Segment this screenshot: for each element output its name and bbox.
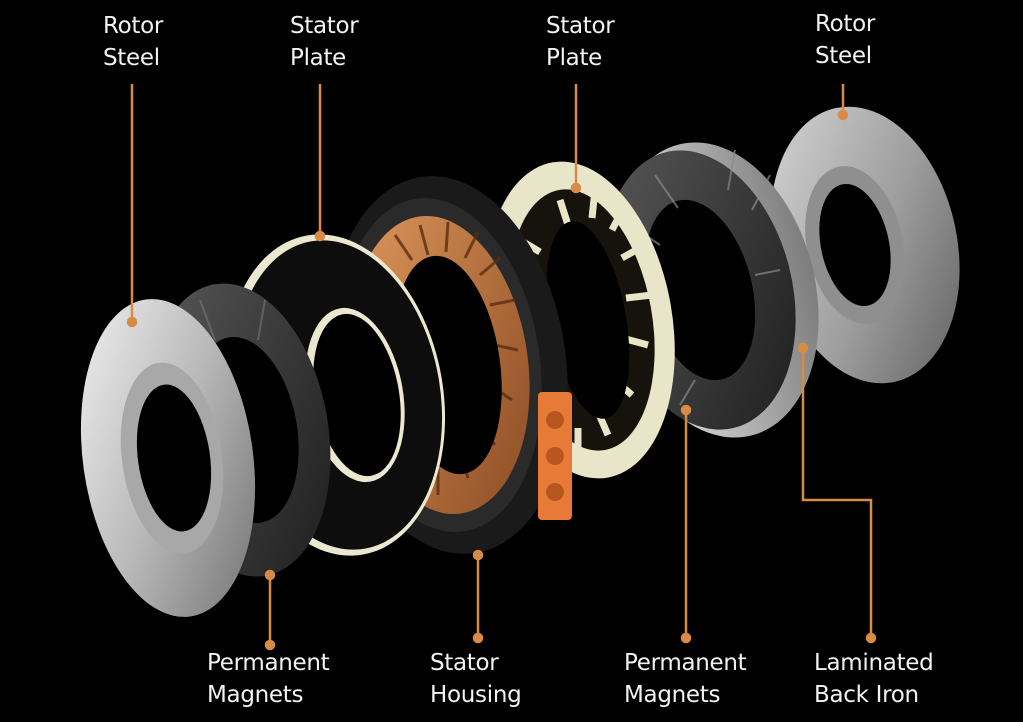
label-rotor-steel-right: Rotor Steel bbox=[815, 8, 875, 72]
label-line: Laminated bbox=[814, 650, 934, 676]
label-line: Magnets bbox=[624, 682, 721, 708]
rotor-steel-left-part bbox=[80, 299, 256, 617]
label-line: Plate bbox=[290, 45, 347, 71]
label-back-iron: Laminated Back Iron bbox=[814, 647, 934, 711]
label-magnets-left: Permanent Magnets bbox=[207, 647, 330, 711]
leader-lines bbox=[126, 84, 877, 651]
label-line: Steel bbox=[103, 45, 160, 71]
label-line: Magnets bbox=[207, 682, 304, 708]
label-line: Plate bbox=[546, 45, 603, 71]
label-line: Permanent bbox=[624, 650, 747, 676]
label-line: Back Iron bbox=[814, 682, 919, 708]
label-line: Rotor bbox=[815, 11, 876, 37]
label-line: Stator bbox=[546, 13, 615, 39]
label-line: Stator bbox=[290, 13, 359, 39]
label-rotor-steel-left: Rotor Steel bbox=[103, 10, 163, 74]
label-magnets-right: Permanent Magnets bbox=[624, 647, 747, 711]
label-stator-plate-left: Stator Plate bbox=[290, 10, 359, 74]
label-line: Permanent bbox=[207, 650, 330, 676]
label-line: Housing bbox=[430, 682, 522, 708]
stator-plate-right-part bbox=[485, 161, 675, 479]
power-connector bbox=[538, 392, 572, 520]
label-line: Steel bbox=[815, 43, 872, 69]
label-stator-plate-right: Stator Plate bbox=[546, 10, 615, 74]
label-stator-housing: Stator Housing bbox=[430, 647, 522, 711]
label-line: Stator bbox=[430, 650, 499, 676]
label-line: Rotor bbox=[103, 13, 164, 39]
